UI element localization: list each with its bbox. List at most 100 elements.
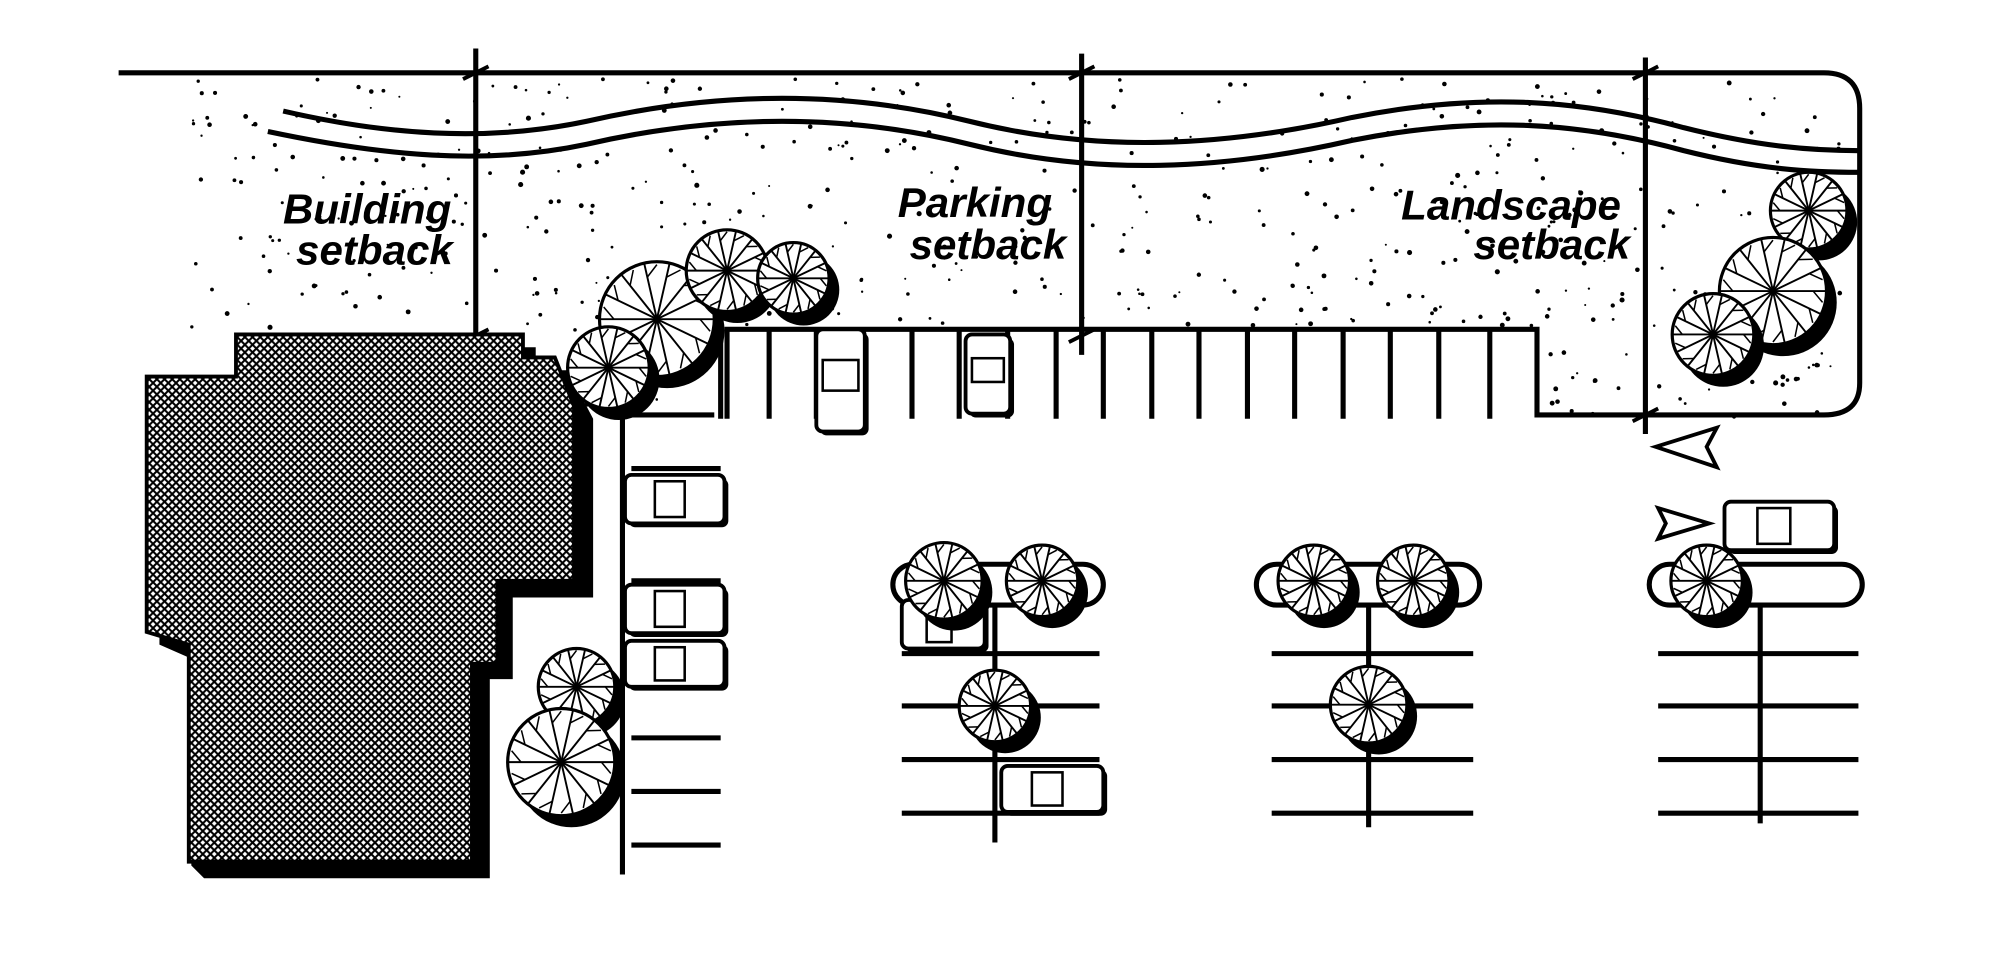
tree-branch xyxy=(700,270,728,304)
tree-branch xyxy=(1772,238,1786,292)
car xyxy=(814,327,869,436)
tree-branch xyxy=(1412,545,1423,582)
stipple-dot xyxy=(1351,318,1355,323)
tree-twig xyxy=(1296,550,1300,561)
tree-icon xyxy=(1768,170,1858,261)
stipple-dot xyxy=(367,272,372,277)
car-roof xyxy=(1756,506,1792,546)
tree-twig xyxy=(1719,298,1731,306)
tree-twig xyxy=(958,603,963,614)
stipple-dot xyxy=(1140,292,1145,297)
tree-twig xyxy=(1801,173,1810,184)
tree-branch xyxy=(1333,703,1370,723)
stipple-dot xyxy=(210,287,214,292)
tree-branch xyxy=(527,761,562,805)
tree-branch xyxy=(560,709,575,763)
stipple-dot xyxy=(1535,289,1540,294)
tree-branch xyxy=(604,293,658,321)
tree-branch xyxy=(1033,580,1044,616)
tree-twig xyxy=(511,772,526,781)
tree-branch xyxy=(1807,210,1834,242)
car-body xyxy=(1722,499,1837,553)
stipple-dot xyxy=(1406,293,1412,299)
tree-branch xyxy=(726,252,765,272)
stipple-dot xyxy=(524,164,530,170)
tree-branch xyxy=(527,719,562,763)
stipple-dot xyxy=(413,245,418,250)
tree-branch xyxy=(986,705,996,742)
stipple-dot xyxy=(1490,243,1495,249)
stipple-dot xyxy=(578,203,584,209)
stipple-dot xyxy=(274,168,279,172)
stipple-dot xyxy=(1189,135,1192,138)
tree-branch xyxy=(986,670,996,707)
tree-branch xyxy=(689,252,728,272)
tree-branch xyxy=(1686,301,1714,336)
tree-icon xyxy=(536,646,625,737)
tree-branch xyxy=(571,366,609,387)
tree-branch xyxy=(607,367,619,408)
stipple-dot xyxy=(1009,197,1013,201)
stipple-dot xyxy=(1306,285,1311,290)
tree-twig xyxy=(1808,272,1823,281)
tree-branch xyxy=(1675,315,1714,336)
stipple-dot xyxy=(488,171,492,176)
stipple-dot xyxy=(460,222,464,226)
tree-twig xyxy=(1398,606,1408,613)
stipple-dot xyxy=(807,203,813,209)
tree-branch xyxy=(1019,552,1043,582)
stipple-dot xyxy=(659,200,664,205)
tree-twig xyxy=(1339,580,1348,589)
tree-branch xyxy=(551,656,578,688)
stipple-dot xyxy=(1620,291,1625,297)
stipple-dot xyxy=(1543,228,1547,232)
stipple-dot xyxy=(1223,278,1227,282)
tree-branch xyxy=(943,579,979,599)
stipple-dot xyxy=(1145,249,1151,255)
stipple-dot xyxy=(271,239,275,243)
tree-twig xyxy=(570,375,582,382)
stipple-dot xyxy=(780,107,784,111)
tree-branch xyxy=(1772,290,1808,334)
tree-twig xyxy=(1732,580,1741,589)
tree-twig xyxy=(1772,329,1783,343)
tree-twig xyxy=(1337,592,1342,603)
tree-branch xyxy=(1772,248,1808,292)
stipple-dot xyxy=(1393,191,1399,197)
tree-twig xyxy=(1396,704,1405,714)
stipple-dot xyxy=(1217,100,1221,104)
tree-twig xyxy=(635,380,640,393)
stipple-dot xyxy=(1304,191,1310,197)
stipple-dot xyxy=(547,90,551,95)
stipple-dot xyxy=(311,283,317,289)
stipple-dot xyxy=(1528,118,1532,123)
stipple-dot xyxy=(664,86,669,92)
stipple-dot xyxy=(234,156,237,160)
stipple-dot xyxy=(1603,260,1606,263)
stipple-dot xyxy=(464,201,468,205)
tree-twig xyxy=(607,397,616,407)
car-roof xyxy=(1030,771,1064,807)
stipple-dot xyxy=(1760,111,1766,117)
stipple-dot xyxy=(1672,139,1677,143)
stipple-dot xyxy=(1308,159,1313,164)
stipple-dot xyxy=(1041,100,1045,104)
stipple-dot xyxy=(1439,200,1444,205)
tree-branch xyxy=(792,249,817,279)
stipple-dot xyxy=(1261,223,1266,227)
stipple-dot xyxy=(200,134,203,137)
stipple-dot xyxy=(1495,153,1500,157)
stipple-dot xyxy=(356,84,361,90)
stipple-dot xyxy=(597,299,600,303)
stipple-dot xyxy=(1475,170,1480,176)
tree-branch xyxy=(608,349,646,369)
tree-branch xyxy=(1009,579,1043,598)
stipple-dot xyxy=(1773,380,1779,386)
stipple-dot xyxy=(1022,235,1027,241)
tree-twig xyxy=(1406,546,1414,556)
cars xyxy=(623,327,1839,816)
stipple-dot xyxy=(760,144,765,149)
tree-branch xyxy=(1683,552,1708,582)
tree-branch xyxy=(1674,564,1708,582)
tree-twig xyxy=(570,358,579,369)
